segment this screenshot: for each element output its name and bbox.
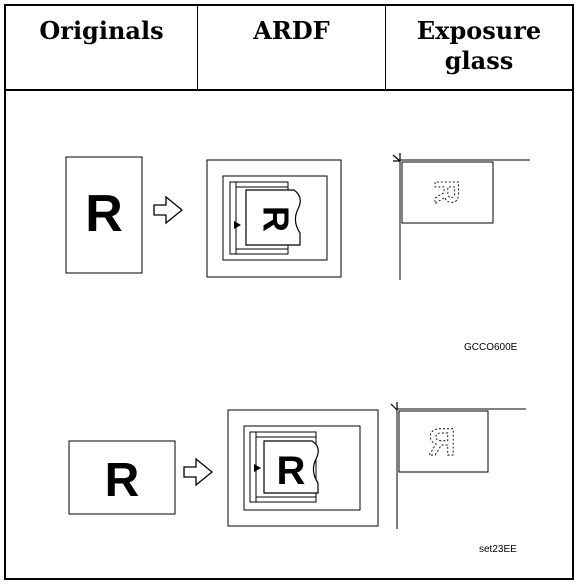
corner-mark-icon bbox=[390, 402, 398, 411]
figure-code: GCCO600E bbox=[464, 342, 518, 353]
ardf-document bbox=[263, 440, 319, 494]
ardf-letter: R bbox=[277, 449, 306, 493]
header-ardf: ARDF bbox=[198, 6, 386, 89]
figure-landscape: R R R bbox=[68, 402, 526, 529]
header-exposure-glass: Exposure glass bbox=[386, 6, 572, 89]
arrow-right-icon bbox=[153, 195, 184, 225]
header-originals-label: Originals bbox=[39, 16, 164, 45]
header-exposure-label-line2: glass bbox=[444, 46, 514, 75]
figure-portrait: R R R bbox=[65, 153, 530, 280]
ardf-letter: R bbox=[256, 206, 297, 232]
placement-diagrams: R R R bbox=[65, 153, 530, 529]
feed-direction-icon bbox=[254, 464, 261, 472]
header-originals: Originals bbox=[6, 6, 198, 89]
header-ardf-label: ARDF bbox=[253, 16, 330, 45]
glass-letter-dashed: R bbox=[427, 180, 465, 205]
glass-letter-dashed: R bbox=[428, 422, 455, 464]
originals-table: Originals ARDF Exposure glass R bbox=[4, 4, 574, 580]
glass-document bbox=[398, 410, 489, 473]
table-header-row: Originals ARDF Exposure glass bbox=[6, 6, 572, 91]
table-body-cell: R R R bbox=[6, 91, 572, 578]
ardf-document bbox=[245, 189, 301, 246]
corner-mark-icon bbox=[392, 153, 401, 162]
feed-direction-icon bbox=[234, 221, 241, 229]
header-exposure-label-line1: Exposure bbox=[416, 16, 542, 45]
original-letter: R bbox=[105, 454, 140, 507]
original-sheet bbox=[65, 156, 143, 274]
arrow-right-icon bbox=[183, 457, 214, 487]
original-letter: R bbox=[85, 185, 123, 243]
glass-document bbox=[401, 161, 494, 224]
figure-code: set23EE bbox=[479, 544, 517, 555]
original-sheet bbox=[68, 440, 176, 515]
